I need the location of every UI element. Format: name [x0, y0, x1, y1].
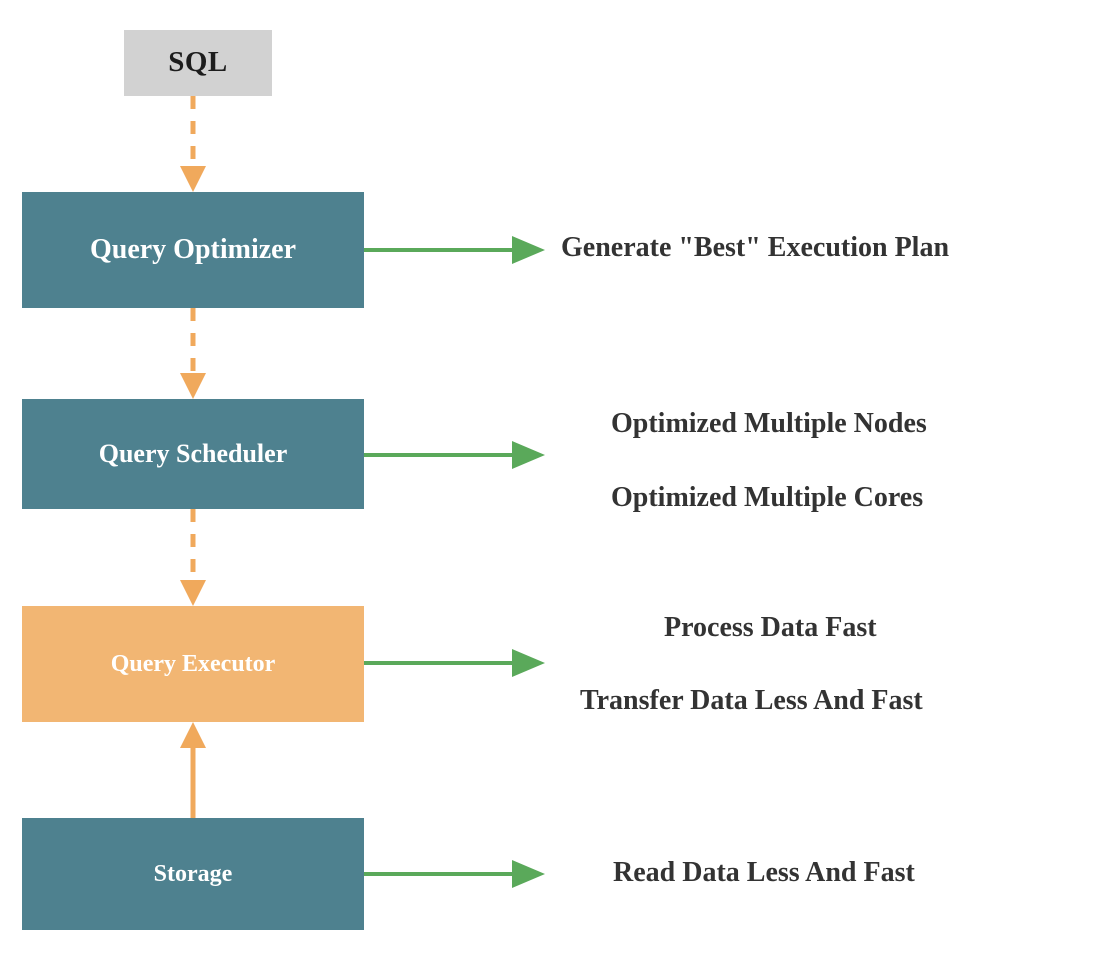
flow-label-read-data-less-and-fast: Read Data Less And Fast	[613, 857, 915, 888]
connector-sql-to-optimizer	[180, 96, 206, 192]
connector-executor-out	[364, 649, 545, 677]
connector-scheduler-to-executor	[180, 509, 206, 606]
node-query-executor[interactable]: Query Executor	[22, 606, 364, 722]
flow-label-optimized-multiple-cores: Optimized Multiple Cores	[611, 482, 924, 513]
flow-label-process-data-fast: Process Data Fast	[664, 612, 877, 643]
node-sql[interactable]: SQL	[124, 30, 272, 96]
flow-label-optimized-multiple-nodes: Optimized Multiple Nodes	[611, 408, 927, 439]
node-query-executor-label: Query Executor	[110, 650, 276, 677]
connector-scheduler-out	[364, 441, 545, 469]
flow-label-execution-plan: Generate "Best" Execution Plan	[561, 232, 950, 263]
connector-storage-to-executor	[180, 722, 206, 818]
node-query-scheduler[interactable]: Query Scheduler	[22, 399, 364, 509]
node-query-optimizer-label: Query Optimizer	[89, 233, 297, 265]
connector-optimizer-out	[364, 236, 545, 264]
node-query-optimizer[interactable]: Query Optimizer	[22, 192, 364, 308]
node-query-scheduler-label: Query Scheduler	[98, 438, 288, 468]
connector-storage-out	[364, 860, 545, 888]
flow-label-transfer-data-less-and-fast: Transfer Data Less And Fast	[580, 685, 923, 716]
node-storage-label: Storage	[153, 860, 233, 887]
connector-optimizer-to-scheduler	[180, 308, 206, 399]
node-sql-label: SQL	[168, 46, 228, 79]
node-storage[interactable]: Storage	[22, 818, 364, 930]
